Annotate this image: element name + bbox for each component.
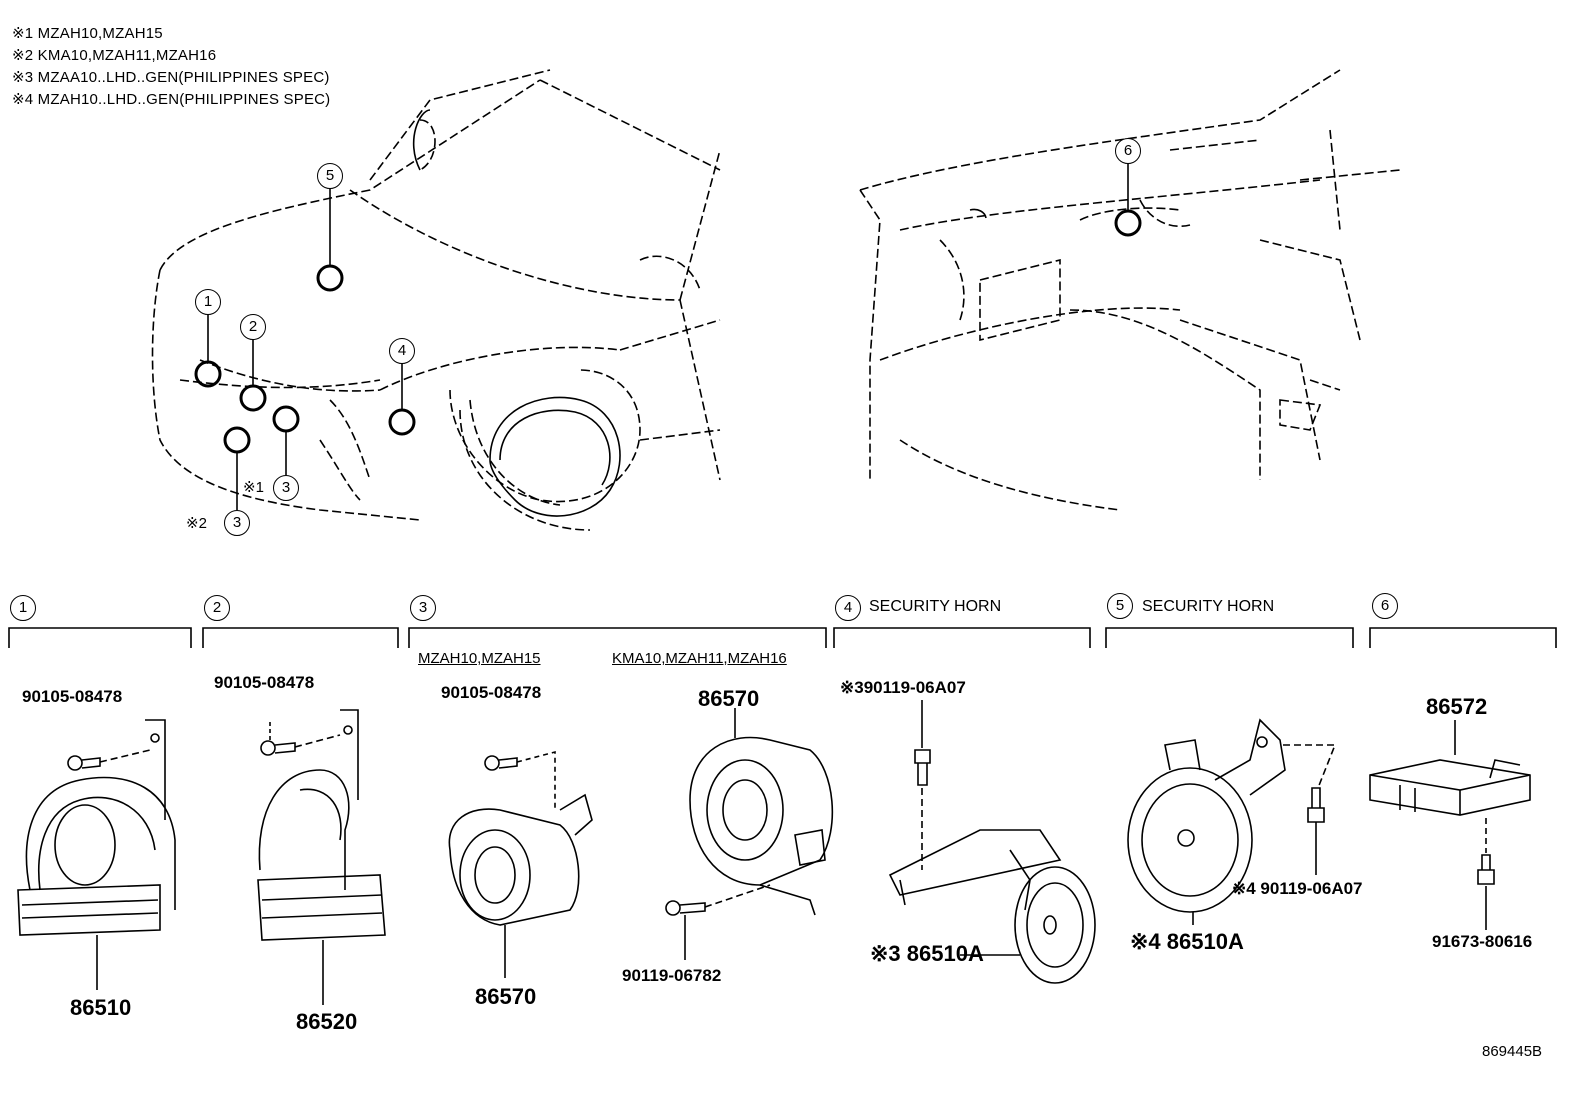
bolt-icon (260, 740, 296, 756)
section-4-title: SECURITY HORN (869, 598, 1002, 615)
horn-86510-icon (17, 719, 176, 990)
section-2-number: 2 (204, 595, 230, 621)
control-module-86572-icon (1369, 720, 1531, 816)
bolt-icon (665, 900, 706, 916)
horn-86570b-icon (689, 708, 834, 916)
part-6-label: 86572 (1426, 694, 1488, 719)
part-4-horn-label: ※3 86510A (870, 941, 984, 966)
horn-86510a-icon (888, 829, 1096, 984)
drawing-id: 869445B (1482, 1043, 1543, 1060)
part-2-bolt-label: 90105-08478 (214, 673, 315, 692)
note-2: ※2 KMA10,MZAH11,MZAH16 (12, 47, 217, 64)
section-5-number: 5 (1107, 593, 1133, 619)
part-3a-label: 86570 (475, 984, 537, 1009)
callout-3a: 3 (273, 475, 299, 501)
horn-86520-icon (257, 709, 386, 1005)
part-1-bolt-label: 90105-08478 (22, 687, 123, 706)
callout-4: 4 (389, 338, 415, 364)
dashboard-illustration (859, 69, 1401, 511)
section-5-title: SECURITY HORN (1142, 598, 1275, 615)
callout-2: 2 (240, 314, 266, 340)
section-brackets (8, 627, 1557, 648)
parts-drawings (17, 700, 1531, 1005)
callout-6: 6 (1115, 138, 1141, 164)
horn-86510a-5-icon (1127, 718, 1286, 925)
callout-note-1: ※1 (243, 479, 264, 496)
part-1-horn-label: 86510 (70, 995, 132, 1020)
bolt-icon (1477, 854, 1495, 885)
part-3a-bolt-label: 90105-08478 (441, 683, 542, 702)
note-3: ※3 MZAA10..LHD..GEN(PHILIPPINES SPEC) (12, 69, 330, 86)
section-3-number: 3 (410, 595, 436, 621)
callout-3b: 3 (224, 510, 250, 536)
part-3b-bolt-label: 90119-06782 (622, 966, 722, 985)
part-4-bolt-label: ※390119-06A07 (840, 678, 966, 697)
note-4: ※4 MZAH10..LHD..GEN(PHILIPPINES SPEC) (12, 91, 331, 108)
bolt-icon (1307, 787, 1325, 823)
part-3b-label: 86570 (698, 686, 760, 711)
part-6-bolt-label: 91673-80616 (1432, 932, 1533, 951)
callout-5: 5 (317, 163, 343, 189)
part-2-horn-label: 86520 (296, 1009, 358, 1034)
section-6-number: 6 (1372, 593, 1398, 619)
bolt-icon (914, 749, 931, 786)
bolt-icon (67, 755, 101, 771)
part-5-bolt-label: ※4 90119-06A07 (1232, 879, 1363, 898)
callout-note-2: ※2 (186, 515, 207, 532)
part-5-horn-label: ※4 86510A (1130, 929, 1244, 954)
bolt-icon (484, 755, 518, 771)
sub-label-3a: MZAH10,MZAH15 (418, 650, 541, 667)
car-callout-leaders (194, 188, 416, 510)
section-4-number: 4 (835, 595, 861, 621)
sub-label-3b: KMA10,MZAH11,MZAH16 (612, 650, 787, 667)
note-1: ※1 MZAH10,MZAH15 (12, 25, 163, 42)
horn-86570-icon (448, 793, 593, 978)
callout-1: 1 (195, 289, 221, 315)
section-1-number: 1 (10, 595, 36, 621)
